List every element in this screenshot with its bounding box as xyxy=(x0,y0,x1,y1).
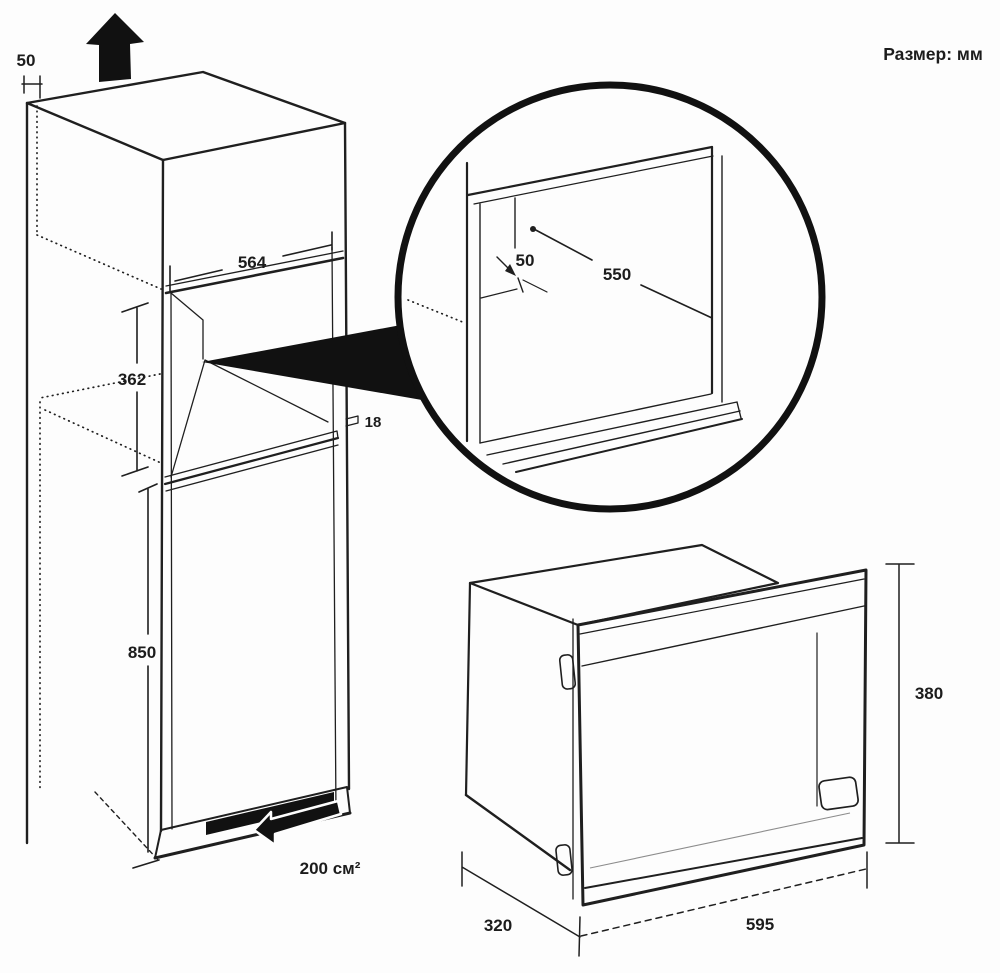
mounting-bracket-top xyxy=(558,654,577,690)
panel-inner-top-line xyxy=(579,578,865,635)
cabinet-right-board-line xyxy=(331,246,337,816)
microwave-front-panel xyxy=(576,568,868,907)
dim-mw-height: 380 xyxy=(885,563,943,844)
detail-dim-depth-label: 550 xyxy=(603,265,631,284)
cabinet-right-edge xyxy=(343,121,351,791)
cabinet-front-left-edge xyxy=(159,158,165,833)
dim-mw-width-label: 595 xyxy=(746,915,774,934)
dim-lower-height-label: 850 xyxy=(128,643,156,662)
vent-area-label: 200 см² xyxy=(300,859,361,878)
mounting-bracket-bottom xyxy=(555,844,573,876)
cabinet-hidden-bottom-edge xyxy=(94,791,161,863)
microwave-body-bottom-edge xyxy=(464,793,572,872)
dim-top-clearance: 50 xyxy=(17,51,43,99)
microwave-drawing: 380 595 320 xyxy=(461,543,943,957)
up-arrow-icon xyxy=(86,13,144,82)
dim-niche-height: 362 xyxy=(118,302,149,477)
detail-circle xyxy=(394,81,826,513)
dim-board-thickness: 18 xyxy=(345,414,382,431)
units-note: Размер: мм xyxy=(883,44,983,64)
dim-mw-depth: 320 xyxy=(461,851,581,938)
dim-niche-width-label: 564 xyxy=(238,253,267,272)
dim-niche-height-label: 362 xyxy=(118,370,146,389)
detail-dim-side-clearance-label: 50 xyxy=(516,251,535,270)
dim-mw-depth-label: 320 xyxy=(484,916,512,935)
door-reflection-line xyxy=(589,812,851,869)
dim-board-thickness-label: 18 xyxy=(365,414,382,431)
cabinet-hidden-edges xyxy=(36,105,162,789)
cabinet-drawing: 50 564 362 18 850 200 см² xyxy=(17,13,382,878)
cabinet-left-board-line xyxy=(170,292,173,830)
vent-airflow-arrow-icon xyxy=(252,799,343,847)
door-bottom-line xyxy=(584,837,863,889)
dim-top-clearance-label: 50 xyxy=(17,51,36,70)
dim-lower-height: 850 xyxy=(128,483,160,869)
cabinet-base xyxy=(153,786,352,860)
detail-callout: 50 550 xyxy=(202,81,826,513)
microwave-body-left-edge xyxy=(464,581,472,797)
microwave-top-face xyxy=(468,543,780,627)
detail-niche-interior xyxy=(407,145,743,473)
detail-dim-depth: 550 xyxy=(530,226,713,319)
cabinet-niche xyxy=(163,250,345,492)
door-open-button xyxy=(818,776,859,811)
cabinet-top-face xyxy=(25,70,347,162)
door-top-line xyxy=(581,605,865,667)
detail-dim-side-clearance: 50 xyxy=(496,197,535,293)
dim-niche-width: 564 xyxy=(169,231,333,292)
callout-tail xyxy=(202,325,422,400)
dim-mw-height-label: 380 xyxy=(915,684,943,703)
